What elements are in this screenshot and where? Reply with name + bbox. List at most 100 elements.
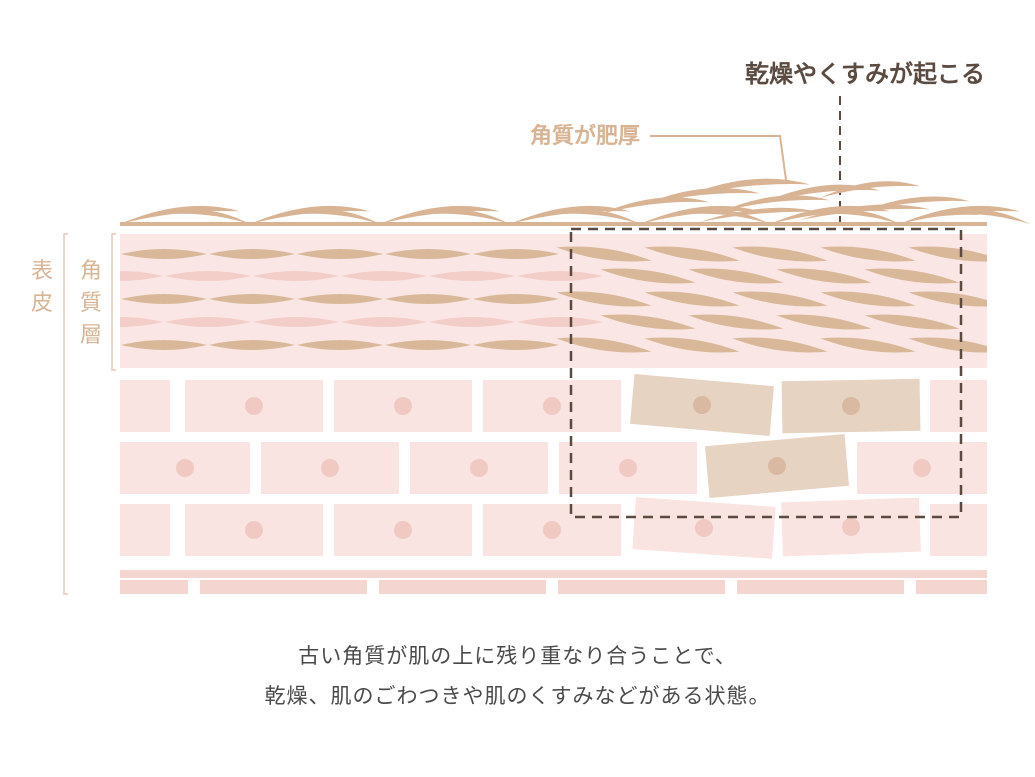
epidermal-cell xyxy=(120,504,170,556)
surface-scale xyxy=(430,209,510,224)
caption: 古い角質が肌の上に残り重なり合うことで、 乾燥、肌のごわつきや肌のくすみなどがあ… xyxy=(0,636,1035,716)
corneocyte xyxy=(120,271,163,281)
label-epidermis-1: 表 xyxy=(31,259,53,284)
epidermal-cell xyxy=(410,442,548,494)
epidermal-cell xyxy=(781,497,921,557)
bracket-epidermis xyxy=(63,233,68,595)
surface-scale xyxy=(120,205,240,224)
corneocyte xyxy=(165,317,251,327)
corneocyte xyxy=(209,294,295,304)
corneocyte xyxy=(120,317,163,327)
cell-nucleus xyxy=(949,397,968,415)
bracket-corneum xyxy=(111,233,116,371)
cell-nucleus xyxy=(543,521,561,539)
epidermal-cell xyxy=(705,433,849,499)
surface-scale xyxy=(300,209,380,224)
corneocyte xyxy=(121,340,207,350)
label-corneum-1: 角 xyxy=(80,259,102,284)
epidermal-cell xyxy=(630,373,774,437)
cell-nucleus xyxy=(768,457,786,475)
corneocyte xyxy=(556,291,652,307)
corneocyte xyxy=(644,246,740,262)
epidermal-cell xyxy=(120,380,170,432)
corneum-cells xyxy=(33,246,987,353)
epidermal-cell xyxy=(185,504,323,556)
corneocyte xyxy=(385,249,471,259)
cell-nucleus xyxy=(245,521,263,539)
corneocyte xyxy=(644,337,740,353)
corneocyte xyxy=(688,268,784,284)
corneocyte xyxy=(33,340,119,350)
caption-line-1: 古い角質が肌の上に残り重なり合うことで、 xyxy=(298,644,737,668)
surface-scale xyxy=(690,209,770,224)
corneocyte xyxy=(121,294,207,304)
corneocyte xyxy=(864,268,960,284)
cell-nucleus xyxy=(136,397,154,415)
cell-nucleus xyxy=(470,459,488,477)
corneocyte xyxy=(776,268,872,284)
corneocyte xyxy=(600,314,696,330)
corneocyte xyxy=(429,317,515,327)
surface-scale xyxy=(900,205,1020,224)
corneocyte xyxy=(429,271,515,281)
corneocyte xyxy=(732,291,828,307)
surface-scale xyxy=(640,205,760,224)
corneocyte xyxy=(297,249,383,259)
surface-line xyxy=(120,222,987,226)
epidermal-cell xyxy=(120,442,250,494)
cell-nucleus xyxy=(321,459,339,477)
epidermal-cell xyxy=(334,504,472,556)
surface-scale xyxy=(820,209,900,224)
cell-nucleus xyxy=(394,397,412,415)
leader-line-thickened xyxy=(650,135,787,181)
epidermal-cell xyxy=(857,442,987,494)
epidermal-cell xyxy=(334,380,472,432)
corneocyte xyxy=(908,337,987,353)
corneocyte xyxy=(820,291,916,307)
epidermal-cell xyxy=(930,380,987,432)
corneocyte xyxy=(776,314,872,330)
corneocyte xyxy=(820,337,916,353)
surface-scale xyxy=(640,187,760,206)
surface-scales xyxy=(120,178,1030,226)
corneocyte xyxy=(908,246,987,262)
cell-nucleus xyxy=(136,521,154,539)
corneocyte xyxy=(253,317,339,327)
corneocyte xyxy=(864,314,960,330)
corneocyte xyxy=(33,249,119,259)
surface-scale xyxy=(820,181,920,198)
cell-nucleus xyxy=(543,397,561,415)
caption-line-2: 乾燥、肌のごわつきや肌のくすみなどがある状態。 xyxy=(264,684,771,708)
cell-nucleus xyxy=(619,459,637,477)
corneocyte xyxy=(473,294,559,304)
corneocyte xyxy=(165,271,251,281)
epidermal-cells xyxy=(120,373,987,559)
corneocyte xyxy=(297,294,383,304)
label-thickened-corneum: 角質が肥厚 xyxy=(530,123,640,149)
basal-layer xyxy=(120,570,987,594)
epidermal-cell xyxy=(483,504,621,556)
corneocyte xyxy=(820,246,916,262)
cell-nucleus xyxy=(245,397,263,415)
corneocyte xyxy=(732,337,828,353)
surface-scale xyxy=(600,197,710,214)
corneocyte xyxy=(209,340,295,350)
corneocyte xyxy=(473,249,559,259)
corneocyte xyxy=(385,294,471,304)
surface-scale xyxy=(560,209,640,224)
epidermal-cell xyxy=(559,442,697,494)
cell-nucleus xyxy=(913,459,931,477)
epidermal-cell xyxy=(632,497,776,559)
corneocyte xyxy=(209,249,295,259)
affected-area-box xyxy=(569,227,963,519)
corneocyte xyxy=(385,340,471,350)
label-corneum-2: 質 xyxy=(80,291,102,316)
surface-scale xyxy=(900,211,980,224)
epidermal-cell xyxy=(781,378,921,434)
epidermal-cell xyxy=(483,380,621,432)
cell-nucleus xyxy=(949,521,968,539)
corneocyte xyxy=(517,317,603,327)
cell-nucleus xyxy=(842,518,860,536)
corneocyte xyxy=(297,340,383,350)
